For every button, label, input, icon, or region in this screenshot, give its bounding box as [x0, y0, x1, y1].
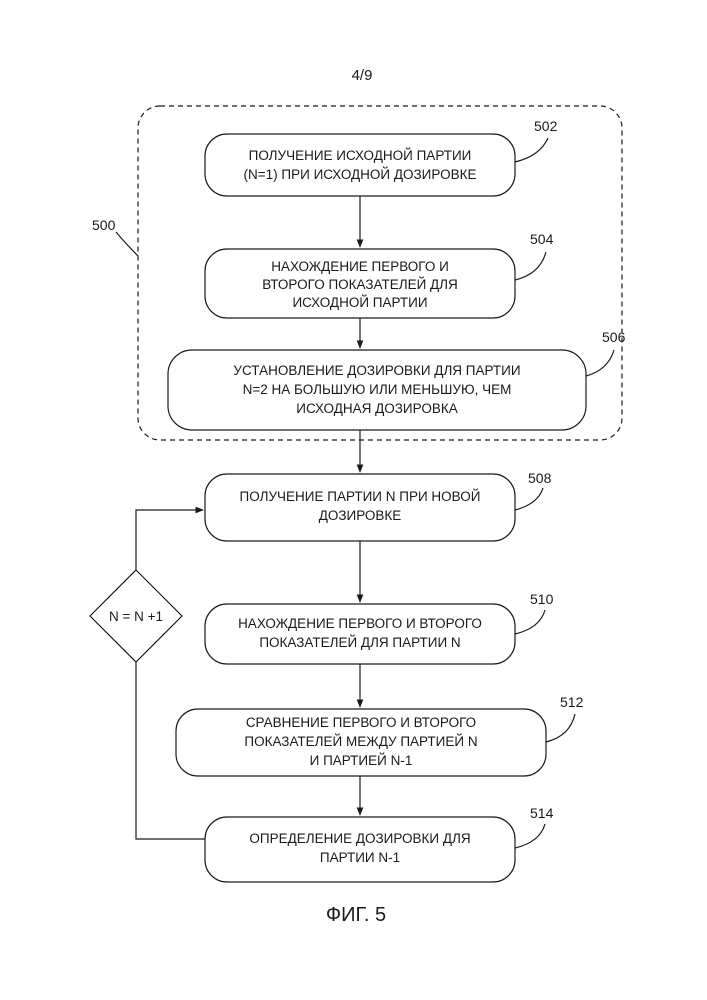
step-508: ПОЛУЧЕНИЕ ПАРТИИ N ПРИ НОВОЙ ДОЗИРОВКЕ 5…: [205, 470, 552, 541]
step-506-line-1: УСТАНОВЛЕНИЕ ДОЗИРОВКИ ДЛЯ ПАРТИИ: [233, 363, 520, 378]
step-506-line-3: ИСХОДНАЯ ДОЗИРОВКА: [296, 401, 457, 416]
step-508-ref: 508: [528, 470, 552, 486]
step-504-line-2: ВТОРОГО ПОКАЗАТЕЛЕЙ ДЛЯ: [262, 277, 458, 292]
step-504-leader: [515, 252, 546, 280]
step-502-ref: 502: [534, 118, 558, 134]
step-512: СРАВНЕНИЕ ПЕРВОГО И ВТОРОГО ПОКАЗАТЕЛЕЙ …: [176, 694, 584, 776]
step-512-leader: [546, 714, 575, 742]
step-502-leader: [515, 138, 548, 162]
loop-decision: N = N +1: [90, 570, 182, 662]
step-506-ref: 506: [602, 329, 626, 345]
step-514: ОПРЕДЕЛЕНИЕ ДОЗИРОВКИ ДЛЯ ПАРТИИ N-1 514: [205, 805, 554, 882]
step-502: ПОЛУЧЕНИЕ ИСХОДНОЙ ПАРТИИ (N=1) ПРИ ИСХО…: [205, 118, 558, 196]
step-506-leader: [586, 350, 614, 376]
step-512-line-1: СРАВНЕНИЕ ПЕРВОГО И ВТОРОГО: [246, 715, 476, 730]
step-510: НАХОЖДЕНИЕ ПЕРВОГО И ВТОРОГО ПОКАЗАТЕЛЕЙ…: [205, 591, 554, 664]
loop-line-upper: [136, 510, 203, 570]
step-510-leader: [515, 610, 545, 634]
step-504-line-1: НАХОЖДЕНИЕ ПЕРВОГО И: [271, 259, 449, 274]
page-number: 4/9: [352, 67, 373, 84]
step-506: УСТАНОВЛЕНИЕ ДОЗИРОВКИ ДЛЯ ПАРТИИ N=2 НА…: [168, 329, 626, 430]
step-506-line-2: N=2 НА БОЛЬШУЮ ИЛИ МЕНЬШУЮ, ЧЕМ: [243, 382, 512, 397]
step-508-leader: [515, 488, 543, 510]
step-514-ref: 514: [530, 805, 554, 821]
step-504-ref: 504: [530, 231, 554, 247]
figure-label: ФИГ. 5: [326, 904, 386, 926]
step-508-line-2: ДОЗИРОВКЕ: [319, 508, 402, 523]
step-514-line-2: ПАРТИИ N-1: [320, 850, 400, 865]
step-510-box: [205, 604, 515, 664]
step-504-line-3: ИСХОДНОЙ ПАРТИИ: [292, 295, 427, 310]
step-504: НАХОЖДЕНИЕ ПЕРВОГО И ВТОРОГО ПОКАЗАТЕЛЕЙ…: [205, 231, 554, 318]
step-512-line-2: ПОКАЗАТЕЛЕЙ МЕЖДУ ПАРТИЕЙ N: [244, 734, 477, 749]
step-514-leader: [515, 824, 545, 848]
step-502-box: [205, 134, 515, 196]
step-502-line-1: ПОЛУЧЕНИЕ ИСХОДНОЙ ПАРТИИ: [249, 148, 472, 163]
step-514-line-1: ОПРЕДЕЛЕНИЕ ДОЗИРОВКИ ДЛЯ: [249, 831, 470, 846]
step-510-line-2: ПОКАЗАТЕЛЕЙ ДЛЯ ПАРТИИ N: [259, 635, 460, 650]
step-512-ref: 512: [560, 694, 584, 710]
step-510-ref: 510: [530, 591, 554, 607]
loop-decision-label: N = N +1: [109, 609, 163, 624]
group-ref-leader: [116, 232, 138, 256]
step-512-line-3: И ПАРТИЕЙ N-1: [310, 753, 413, 768]
step-508-line-1: ПОЛУЧЕНИЕ ПАРТИИ N ПРИ НОВОЙ: [240, 489, 481, 504]
group-ref-label: 500: [92, 217, 116, 233]
step-502-line-2: (N=1) ПРИ ИСХОДНОЙ ДОЗИРОВКЕ: [244, 167, 477, 182]
step-510-line-1: НАХОЖДЕНИЕ ПЕРВОГО И ВТОРОГО: [238, 616, 482, 631]
